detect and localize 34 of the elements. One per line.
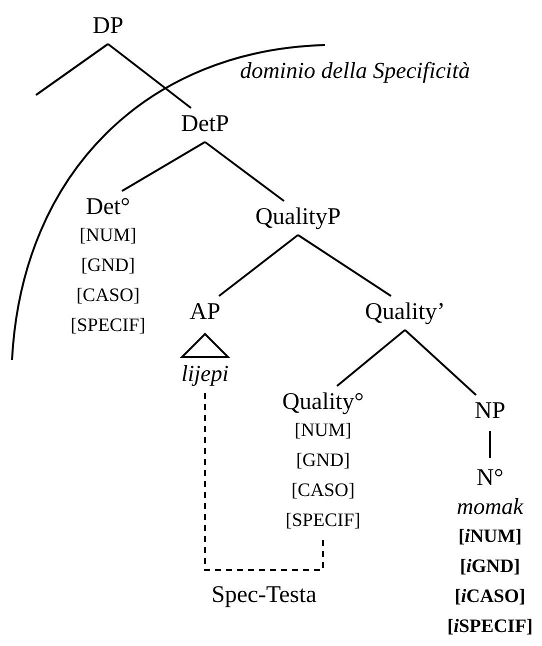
word-label: lijepi [181, 360, 229, 388]
category-label: Quality° [282, 388, 364, 416]
feature-label: [GND] [296, 449, 350, 473]
dashed-connector [204, 393, 324, 571]
tree-branch [404, 329, 477, 396]
tree-branch [297, 234, 392, 297]
feature-label: [SPECIF] [286, 509, 360, 533]
category-label: Quality’ [365, 298, 445, 326]
feature-label: [iNUM] [458, 525, 522, 549]
word-label: momak [456, 493, 524, 521]
category-label: N° [476, 464, 504, 492]
tree-branch [35, 43, 109, 96]
tree-branch [218, 234, 299, 297]
category-label: AP [190, 298, 220, 326]
tree-branch [489, 431, 491, 458]
category-label: DetP [181, 110, 229, 138]
feature-label: [SPECIF] [70, 314, 146, 338]
category-label: QualityP [255, 203, 341, 231]
tree-branch [336, 329, 406, 387]
tree-branch [122, 141, 206, 192]
feature-label: [iSPECIF] [447, 615, 533, 639]
domain-label: dominio della Specificità [240, 58, 470, 84]
feature-label: [NUM] [294, 419, 352, 443]
tree-branch [204, 141, 285, 202]
feature-label: [CASO] [291, 479, 355, 503]
tree-branch [107, 43, 192, 109]
feature-label: [iCASO] [454, 585, 526, 609]
feature-label: [CASO] [76, 284, 140, 308]
category-label: DP [92, 12, 124, 40]
feature-label: [iGND] [460, 555, 520, 579]
feature-label: [NUM] [80, 224, 136, 248]
category-label: NP [474, 397, 506, 425]
category-label: Det° [86, 193, 130, 221]
feature-label: [GND] [81, 254, 135, 278]
